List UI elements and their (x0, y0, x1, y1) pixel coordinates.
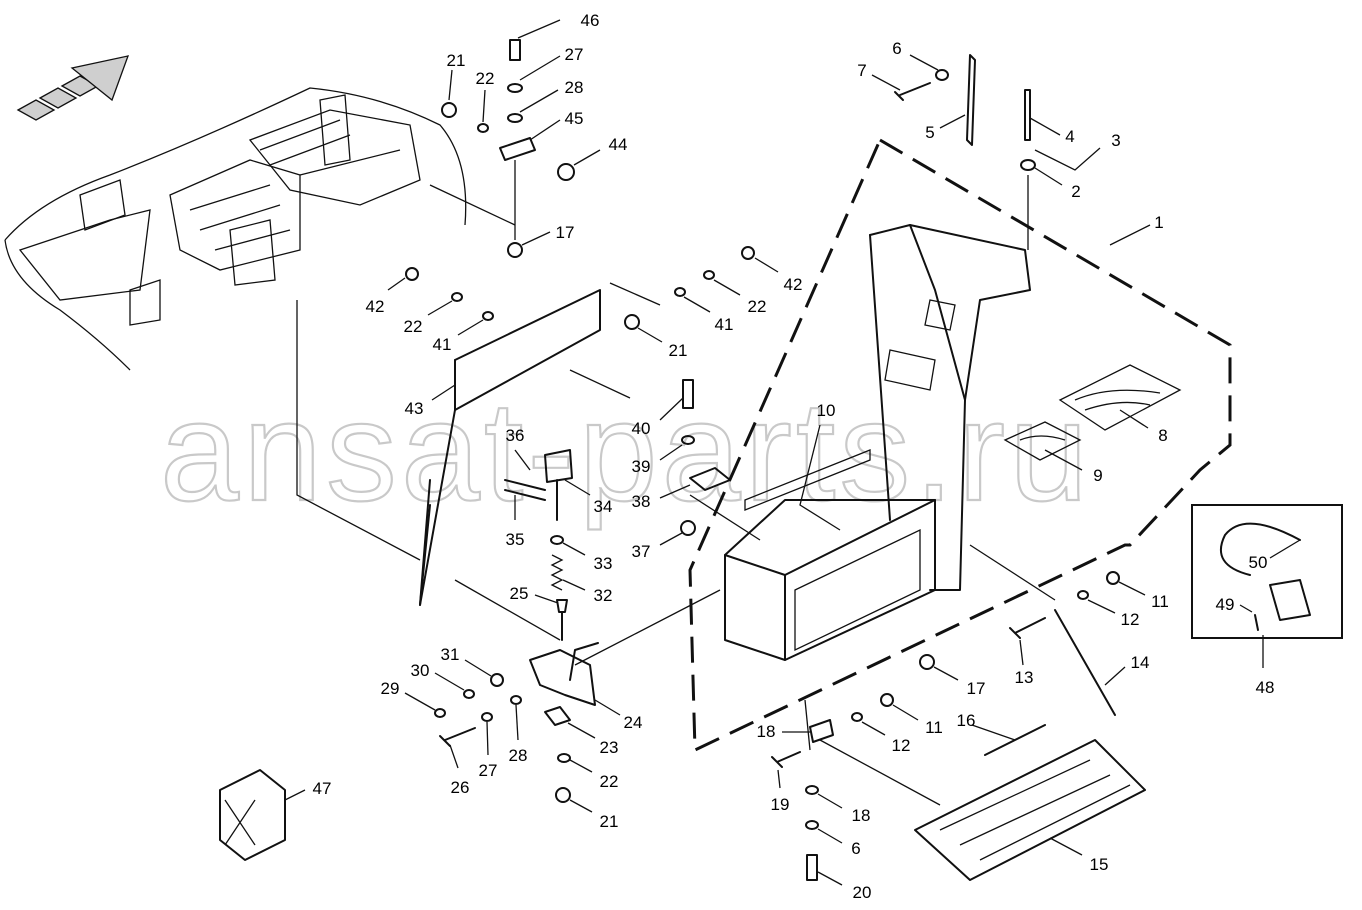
callout-21-top: 21 (447, 51, 466, 70)
callout-14: 14 (1131, 653, 1150, 672)
callout-3: 3 (1111, 131, 1120, 150)
machine-frame (4, 87, 467, 371)
callout-41-left: 41 (433, 335, 452, 354)
assembly-lines (296, 184, 1056, 806)
assembly-1-boundary (688, 138, 1232, 753)
callout-10: 10 (817, 401, 836, 420)
callout-31: 31 (441, 645, 460, 664)
callout-25: 25 (510, 584, 529, 603)
callout-41-right: 41 (715, 315, 734, 334)
callout-47: 47 (313, 779, 332, 798)
callout-40: 40 (632, 419, 651, 438)
callout-22-low: 22 (600, 772, 619, 791)
pad-8 (1058, 364, 1182, 431)
latch-parts (504, 379, 731, 641)
callout-36: 36 (506, 426, 525, 445)
callout-22-top: 22 (476, 69, 495, 88)
callout-23: 23 (600, 738, 619, 757)
callout-18-top: 18 (757, 722, 776, 741)
callout-30: 30 (411, 661, 430, 680)
strut-14 (1054, 609, 1116, 716)
callout-26: 26 (451, 778, 470, 797)
callout-42-left: 42 (366, 297, 385, 316)
callout-27-top: 27 (565, 45, 584, 64)
hinge-fasteners (405, 246, 755, 330)
callout-19: 19 (771, 795, 790, 814)
washer-2 (1020, 159, 1036, 171)
direction-arrow-icon (16, 55, 130, 121)
callout-2: 2 (1071, 182, 1080, 201)
callout-21-mid: 21 (669, 341, 688, 360)
callouts: 46 27 28 45 44 21 22 17 6 7 5 4 3 2 1 42… (284, 11, 1301, 902)
callout-39: 39 (632, 457, 651, 476)
bolt-7 (894, 82, 931, 101)
callout-28-top: 28 (565, 78, 584, 97)
jerrycan-47-icon (219, 769, 286, 861)
callout-7: 7 (857, 61, 866, 80)
callout-12-right: 12 (1121, 610, 1140, 629)
callout-8: 8 (1158, 426, 1167, 445)
callout-5: 5 (925, 123, 934, 142)
callout-11-low: 11 (925, 718, 943, 737)
callout-27-low: 27 (479, 761, 498, 780)
callout-42-right: 42 (784, 275, 803, 294)
callout-15: 15 (1090, 855, 1109, 874)
callout-46: 46 (581, 11, 600, 30)
callout-49: 49 (1216, 595, 1235, 614)
callout-22-left: 22 (404, 317, 423, 336)
callout-43: 43 (405, 399, 424, 418)
callout-45: 45 (565, 109, 584, 128)
callout-32: 32 (594, 586, 613, 605)
callout-38: 38 (632, 492, 651, 511)
callout-18-low: 18 (852, 806, 871, 825)
callout-17-top: 17 (556, 223, 575, 242)
callout-13: 13 (1015, 668, 1034, 687)
callout-21-low: 21 (600, 812, 619, 831)
callout-33: 33 (594, 554, 613, 573)
callout-6-top: 6 (892, 39, 901, 58)
callout-4: 4 (1065, 127, 1074, 146)
pin-4 (1024, 89, 1031, 141)
callout-6-low: 6 (851, 839, 860, 858)
inset-detail-box (1191, 504, 1343, 639)
callout-20: 20 (853, 883, 872, 902)
callout-29: 29 (381, 679, 400, 698)
callout-37: 37 (632, 542, 651, 561)
callout-9: 9 (1093, 466, 1102, 485)
lower-fasteners (771, 571, 1120, 881)
callout-11-right: 11 (1151, 592, 1169, 611)
callout-44: 44 (609, 135, 628, 154)
callout-17-low: 17 (967, 679, 986, 698)
callout-28-low: 28 (509, 746, 528, 765)
callout-48: 48 (1256, 678, 1275, 697)
callout-35: 35 (506, 530, 525, 549)
box-assembly (724, 224, 1031, 661)
callout-16: 16 (957, 711, 976, 730)
plate-5 (966, 54, 976, 146)
callout-12-low: 12 (892, 736, 911, 755)
callout-24: 24 (624, 713, 643, 732)
latch-bracket (434, 642, 599, 803)
fastener-stack-top (441, 39, 575, 258)
callout-34: 34 (594, 497, 613, 516)
callout-1: 1 (1154, 213, 1163, 232)
pad-9 (1003, 421, 1082, 461)
step-15 (914, 739, 1146, 881)
callout-22-right: 22 (748, 297, 767, 316)
washer-6a (935, 69, 949, 81)
callout-50: 50 (1249, 553, 1268, 572)
